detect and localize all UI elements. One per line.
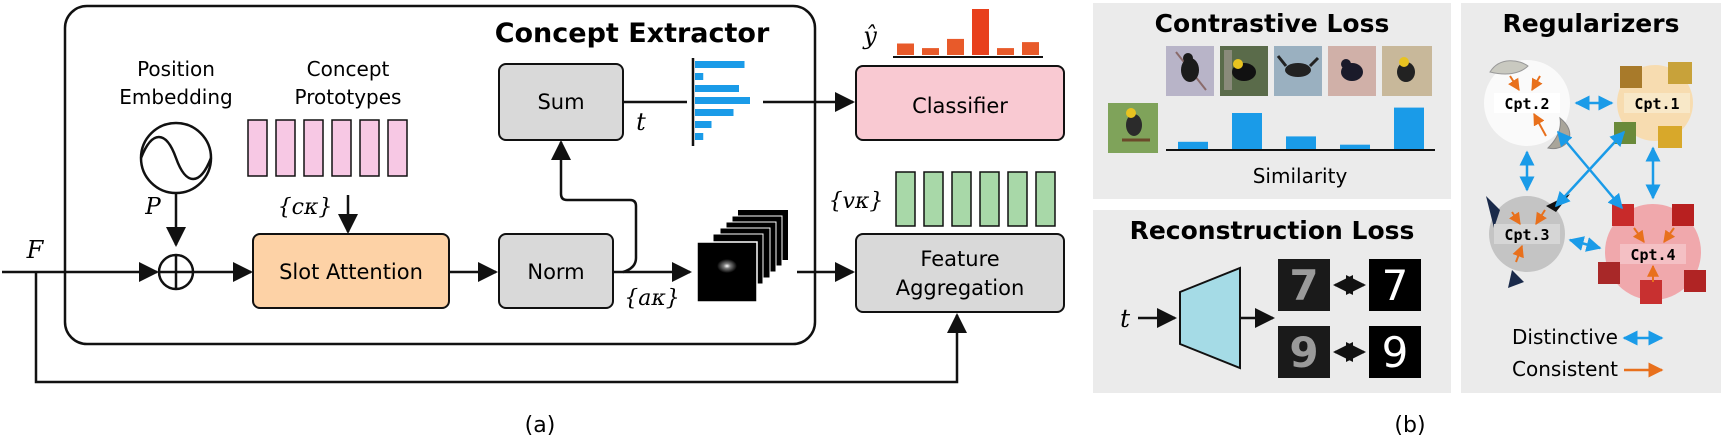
t-bars: [695, 61, 750, 140]
query-bird-image: [1108, 103, 1158, 153]
concept-prototypes-label-2: Prototypes: [295, 85, 402, 109]
concept-extractor-frame: [63, 4, 817, 346]
feature-aggregation-label-2: Aggregation: [896, 276, 1025, 300]
bird-image-4: [1328, 46, 1376, 96]
norm-to-sum-arrow: [551, 140, 638, 274]
svg-text:7: 7: [1382, 261, 1409, 310]
svg-text:9: 9: [1289, 328, 1318, 377]
feature-vector: [923, 171, 944, 227]
output-bar: [897, 43, 914, 55]
skip-connection-arrow: [34, 272, 967, 384]
cpt1-label: Cpt.1: [1634, 95, 1679, 113]
bird-image-5: [1382, 46, 1432, 96]
similarity-bar: [1340, 144, 1370, 149]
regularizers-title: Regularizers: [1503, 9, 1680, 38]
prototype-vector: [275, 119, 296, 177]
output-bar: [972, 9, 989, 55]
feature-aggregation-label-1: Feature: [920, 247, 999, 271]
classifier-label: Classifier: [912, 94, 1008, 118]
cpt3-label: Cpt.3: [1504, 226, 1549, 244]
sine-wave-icon: [139, 121, 213, 195]
reconstructed-digit-7: 7: [1278, 259, 1330, 311]
distinctive-arrows: [1519, 95, 1661, 252]
similarity-bar: [1232, 113, 1262, 149]
reconstructed-digit-9: 9: [1278, 326, 1330, 378]
output-bar: [922, 48, 939, 55]
position-embedding-label-1: Position: [137, 57, 215, 81]
t-bar: [695, 109, 734, 116]
feature-vector: [979, 171, 1000, 227]
prototype-vector: [303, 119, 324, 177]
target-digit-9: 9: [1369, 326, 1421, 378]
t-bar: [695, 61, 745, 68]
t-bar: [695, 85, 739, 92]
t-bar: [695, 121, 712, 128]
prototype-vector: [387, 119, 408, 177]
contrastive-loss-title: Contrastive Loss: [1155, 9, 1390, 38]
feature-vector: [1035, 171, 1056, 227]
t-bar: [695, 73, 704, 80]
consistent-label: Consistent: [1512, 357, 1618, 381]
panel-b: Contrastive Loss: [1093, 3, 1721, 438]
contrastive-loss-panel: [1093, 3, 1451, 199]
distinctive-label: Distinctive: [1512, 325, 1618, 349]
output-bars: [897, 9, 1039, 55]
similarity-bars: [1178, 107, 1424, 149]
reconstruction-loss-title: Reconstruction Loss: [1130, 216, 1415, 245]
c-kappa-symbol: {cκ}: [278, 195, 333, 220]
caption-b: (b): [1394, 413, 1425, 438]
output-bar: [1022, 42, 1039, 55]
concept-cluster-4: Cpt.4: [1598, 204, 1706, 304]
bird-image-2: [1220, 46, 1268, 96]
concept-prototype-vectors: [247, 119, 408, 177]
bird-image-1: [1166, 46, 1214, 96]
feature-aggregation-box: [855, 233, 1065, 313]
classifier-box: [855, 65, 1065, 141]
svg-text:7: 7: [1289, 261, 1318, 310]
concept-cluster-1: Cpt.1: [1614, 62, 1693, 148]
similarity-label: Similarity: [1253, 164, 1348, 188]
target-digit-7: 7: [1369, 259, 1421, 311]
similarity-bar: [1394, 107, 1424, 149]
concept-feature-vectors: [895, 171, 1056, 227]
similarity-bar: [1178, 141, 1208, 149]
norm-label: Norm: [527, 260, 584, 284]
concept-extractor-title: Concept Extractor: [495, 18, 770, 49]
caption-a: (a): [525, 413, 556, 438]
position-embedding-label-2: Embedding: [119, 85, 232, 109]
y-hat-symbol: ŷ: [862, 22, 877, 50]
svg-text:9: 9: [1382, 328, 1409, 377]
t-bar: [695, 133, 704, 140]
feature-vector: [951, 171, 972, 227]
t-input-symbol: t: [1120, 304, 1131, 333]
p-symbol: P: [144, 194, 161, 220]
t-symbol: t: [636, 108, 646, 136]
slot-attention-label: Slot Attention: [279, 260, 423, 284]
output-bar: [997, 48, 1014, 55]
prototype-vector: [247, 119, 268, 177]
bird-image-3: [1274, 46, 1322, 96]
feature-vector: [1007, 171, 1028, 227]
f-symbol: F: [26, 236, 45, 264]
panel-a: Concept Extractor Position Embedding P F…: [2, 4, 1065, 438]
prototype-vector: [359, 119, 380, 177]
t-bar: [695, 97, 750, 104]
cpt2-label: Cpt.2: [1504, 95, 1549, 113]
output-bar: [947, 38, 964, 55]
a-kappa-symbol: {aκ}: [624, 286, 680, 311]
feature-vector: [895, 171, 916, 227]
concept-cluster-3: Cpt.3: [1486, 194, 1570, 288]
sum-label: Sum: [537, 90, 584, 114]
v-kappa-symbol: {vκ}: [829, 189, 884, 214]
similarity-bar: [1286, 136, 1316, 149]
decoder-trapezoid: [1179, 266, 1241, 370]
prototype-vector: [331, 119, 352, 177]
cpt4-label: Cpt.4: [1630, 246, 1675, 264]
attention-maps-stack: [696, 210, 788, 303]
concept-prototypes-label-1: Concept: [307, 57, 390, 81]
add-icon: [157, 253, 195, 291]
